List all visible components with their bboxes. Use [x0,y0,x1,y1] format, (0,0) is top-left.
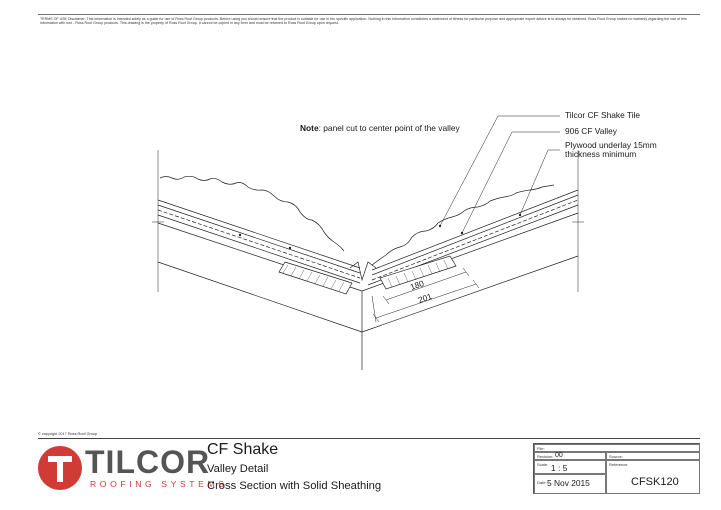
scale-cell: Scale: 1 : 5 [534,460,606,474]
right-shake-profile [371,184,555,266]
drawing-title: CF Shake [207,441,279,458]
leader-cf-valley [461,131,560,234]
valley-fold [349,261,377,282]
drawing-subtitle: Valley Detail [207,463,269,475]
right-rafter-line [361,255,579,333]
drawing-number: CFSK120 [631,476,679,488]
dimension-180-line [385,271,467,301]
callout-plywood: Plywood underlay 15mm [565,140,657,150]
brand-tagline: ROOFING SYSTEMS [90,479,228,489]
right-tile-line-2 [371,194,579,276]
left-batten [278,261,353,295]
callout-shake-tile: Tilcor CF Shake Tile [565,110,641,120]
leader-plywood [519,149,560,216]
leader-shake-tile [439,115,560,227]
callout-cf-valley: 906 CF Valley [565,126,617,136]
callout-plywood-thickness: thickness minimum [565,149,637,159]
source-cell: Source: [606,452,700,460]
dimension-201-line [375,283,477,319]
left-rafter-line [157,261,363,333]
terms-disclaimer: TERMS OF USE Disclaimer: This informatio… [40,17,687,26]
brand-name: TILCOR [85,444,211,480]
left-tile-line-2 [157,204,361,274]
valley-cross-section-drawing [152,115,584,370]
right-valley-line [371,199,579,281]
copyright-notice: © copyright 2017 Ross Roof Group [38,432,98,436]
note-annotation: Note: panel cut to center point of the v… [300,123,460,133]
date-cell: Date: 5 Nov 2015 [534,474,606,494]
left-shake-profile [159,175,345,252]
right-batten [379,255,457,290]
file-cell: File: [534,444,700,452]
title-block-table: File: Revision: 00 Source: Scale: 1 : 5 … [533,443,700,494]
revision-cell: Revision: 00 [534,452,606,460]
title-block-rule [38,438,700,439]
disclaimer-rule [38,14,700,15]
left-tile-line-1 [157,199,361,269]
left-valley-line [157,209,361,279]
right-tile-line-1 [371,189,579,271]
drawing-description: Cross Section with Solid Sheathing [207,480,382,492]
reference-cell: Reference CFSK120 [606,460,700,494]
tilcor-logo-icon [38,446,82,490]
left-plywood-top [157,214,361,284]
